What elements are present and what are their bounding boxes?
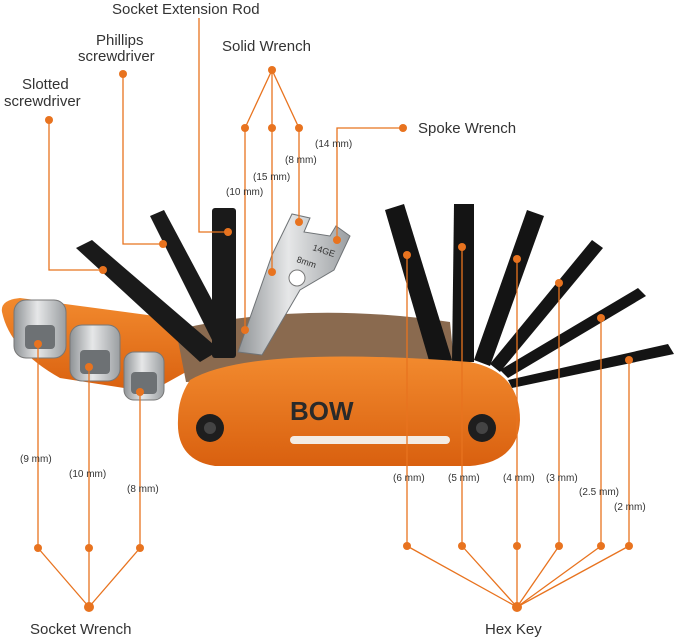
size-spoke-14mm: (14 mm) — [315, 139, 352, 150]
socket-8mm — [123, 351, 165, 401]
label-socket-extension-rod: Socket Extension Rod — [112, 1, 260, 18]
slotted-screwdriver-blade — [76, 240, 220, 362]
size-wrench-8mm: (8 mm) — [285, 155, 317, 166]
label-spoke-wrench: Spoke Wrench — [418, 120, 516, 137]
size-hex-3mm: (3 mm) — [546, 473, 578, 484]
label-phillips-line1: Phillips — [96, 32, 144, 49]
label-slotted-line2: screwdriver — [4, 93, 81, 110]
hex-keys — [385, 204, 674, 388]
multitool-illustration: 14GE 8mm BOW — [1, 204, 674, 466]
socket-extension-rod — [212, 208, 236, 358]
size-socket-10mm: (10 mm) — [69, 469, 106, 480]
socket-10mm — [69, 324, 121, 382]
size-socket-8mm: (8 mm) — [127, 484, 159, 495]
brand-logo: BOW — [290, 396, 354, 426]
size-hex-5mm: (5 mm) — [448, 473, 480, 484]
size-hex-2-5mm: (2.5 mm) — [579, 487, 619, 498]
label-solid-wrench: Solid Wrench — [222, 38, 311, 55]
label-socket-wrench: Socket Wrench — [30, 621, 131, 638]
label-hex-key: Hex Key — [485, 621, 542, 638]
handle-slot — [290, 436, 450, 444]
callout-lines — [34, 18, 633, 612]
size-wrench-15mm: (15 mm) — [253, 172, 290, 183]
label-slotted-line1: Slotted — [22, 76, 69, 93]
size-hex-6mm: (6 mm) — [393, 473, 425, 484]
size-socket-9mm: (9 mm) — [20, 454, 52, 465]
size-hex-4mm: (4 mm) — [503, 473, 535, 484]
label-phillips-line2: screwdriver — [78, 48, 155, 65]
size-wrench-10mm: (10 mm) — [226, 187, 263, 198]
socket-9mm — [13, 299, 67, 359]
size-hex-2mm: (2 mm) — [614, 502, 646, 513]
labels: Socket Extension Rod Phillips screwdrive… — [4, 1, 646, 638]
